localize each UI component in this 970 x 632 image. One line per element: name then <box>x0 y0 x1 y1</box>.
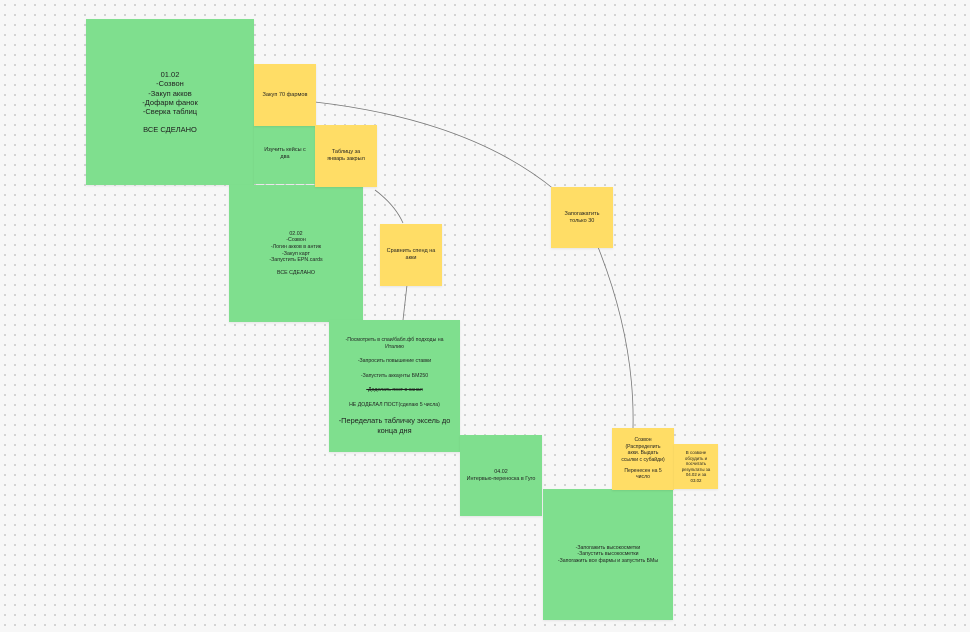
note-04-02-line: 04.02 <box>494 468 508 475</box>
note-02-02-line: -Запустить EPN.cards <box>269 257 323 264</box>
note-01-02-line: -Дофарм фанок <box>142 97 198 107</box>
note-03-02[interactable]: -Посмотреть в спаи/бабл.фб подходы на Ит… <box>329 320 460 452</box>
note-02-02-line: -Созвон <box>286 237 306 244</box>
note-sozvon-line: акки. Выдать <box>627 450 659 457</box>
note-04-02-line: Интервью-переноска в Гуго <box>466 475 536 482</box>
note-01-02-line: -Сверка таблиц <box>142 107 198 117</box>
note-sozvon-line: Созвон <box>634 437 652 444</box>
note-vsozvone-line: результаты за <box>681 466 711 472</box>
note-02-02-line: 02.02 <box>289 230 303 237</box>
note-zakup70-text: Закуп 70 фармов <box>262 91 308 98</box>
note-02-02[interactable]: 02.02 -Созвон -Логин акков в антик -Заку… <box>229 185 363 322</box>
note-vsozvone-line: 04.02 и за <box>685 472 707 477</box>
note-vsozvone-line: 03.02 <box>690 477 702 483</box>
note-izuchit-text: Изучить кейсы с два <box>264 147 306 160</box>
note-02-02-status: ВСЕ СДЕЛАНО <box>277 269 315 276</box>
note-02-02-line: -Закуп карт <box>282 250 310 257</box>
note-sozvon-line: ссылки с субайди) <box>621 456 665 463</box>
connector-zapogat-sozvon <box>597 246 634 429</box>
note-vsozvone-line: В созвоне <box>685 450 707 455</box>
note-01-02[interactable]: 01.02 -Созвон -Закуп акков -Дофарм фанок… <box>86 19 254 185</box>
note-bottom-line: -Запогажить все фармы и запустить БМы <box>557 557 659 564</box>
note-01-02-status: ВСЕ СДЕЛАНО <box>143 124 197 134</box>
note-04-02[interactable]: 04.02 Интервью-переноска в Гуго <box>460 435 542 516</box>
note-zakup70[interactable]: Закуп 70 фармов <box>254 64 316 126</box>
note-zapogat[interactable]: Запогажатить только 30 <box>551 187 613 248</box>
note-bottom-line: -Запустить высокосметки <box>577 551 639 558</box>
note-01-02-line: 01.02 <box>160 69 180 79</box>
note-02-02-line: -Логин акков в антик <box>270 243 322 250</box>
note-03-02-note: НЕ ДОДЕЛАЛ ПОСТ(сделаю 5 числа) <box>349 401 440 408</box>
connector-tablitsu-sravnit <box>374 189 404 224</box>
note-03-02-big: -Переделать табличку эксель до конца дня <box>338 416 451 435</box>
note-tablitsu[interactable]: Таблицу за январь закрыл <box>315 125 377 187</box>
note-03-02-item-done: -Доделать пост в канал <box>366 387 423 394</box>
note-vsozvone-line: посчитать <box>685 461 707 466</box>
note-vsozvone-line: обсудить и <box>684 455 708 461</box>
note-01-02-line: -Созвон <box>156 79 184 89</box>
note-zapogat-text: Запогажатить только 30 <box>564 210 600 224</box>
note-sravnit-text: Сравнить спенд на акки <box>386 248 436 261</box>
note-sozvon-moved: число <box>636 474 650 481</box>
connector-sravnit-n0302 <box>402 284 408 321</box>
note-bottom[interactable]: -Запогажить высокосметки -Запустить высо… <box>543 489 673 620</box>
note-vsozvone[interactable]: В созвоне обсудить и посчитать результат… <box>674 444 718 489</box>
note-01-02-line: -Закуп акков <box>148 88 192 98</box>
note-sravnit[interactable]: Сравнить спенд на акки <box>380 224 442 286</box>
note-03-02-item: -Запросить повышение ставки <box>357 358 432 365</box>
note-tablitsu-text: Таблицу за январь закрыл <box>327 149 365 162</box>
note-03-02-item: -Посмотреть в спаи/бабл.фб подходы на Ит… <box>345 337 444 350</box>
note-bottom-line: -Запогажить высокосметки <box>575 544 641 551</box>
note-sozvon-moved: Перенесен на 5 <box>624 467 662 474</box>
note-03-02-item: -Запустить аккаунты БМ250 <box>360 372 429 379</box>
note-sozvon[interactable]: Созвон (Распределить акки. Выдать ссылки… <box>612 428 674 490</box>
note-izuchit[interactable]: Изучить кейсы с два <box>254 124 316 184</box>
note-sozvon-line: (Распределить <box>625 443 661 450</box>
